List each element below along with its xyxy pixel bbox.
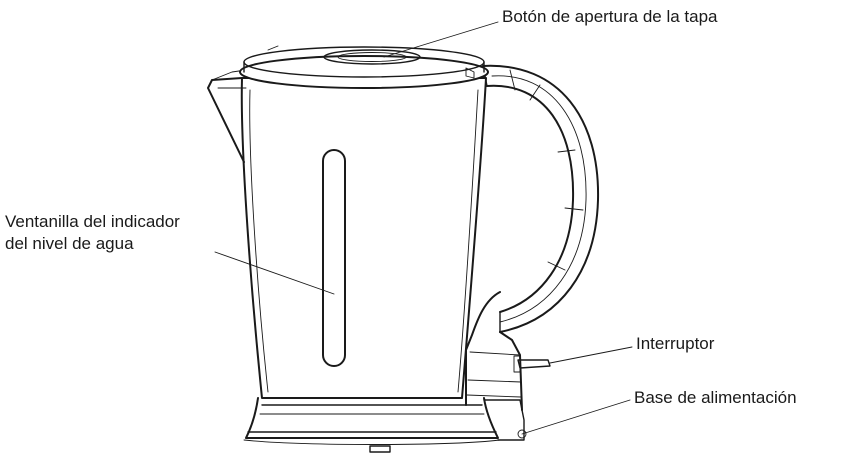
switch-lever (513, 355, 551, 373)
handle-base-housing (465, 291, 523, 411)
leader-line-lid-button (383, 21, 499, 58)
label-power-base: Base de alimentación (634, 388, 797, 407)
leader-line-power-base (521, 399, 631, 435)
label-water-level-window: Ventanilla del indicador del nivel de ag… (5, 211, 180, 255)
leader-line-water-window (214, 251, 335, 295)
kettle-body (240, 77, 487, 399)
label-lid-button: Botón de apertura de la tapa (502, 7, 718, 26)
water-level-window (322, 149, 346, 367)
power-base (243, 397, 527, 453)
kettle-handle (482, 64, 600, 333)
leader-line-switch (549, 346, 633, 364)
lid-open-button (323, 49, 421, 65)
kettle-spout (207, 69, 247, 163)
label-switch: Interruptor (636, 334, 715, 353)
label-water-level-window-line1: Ventanilla del indicador (5, 212, 180, 231)
kettle-lid (239, 45, 489, 89)
label-water-level-window-line2: del nivel de agua (5, 234, 134, 253)
